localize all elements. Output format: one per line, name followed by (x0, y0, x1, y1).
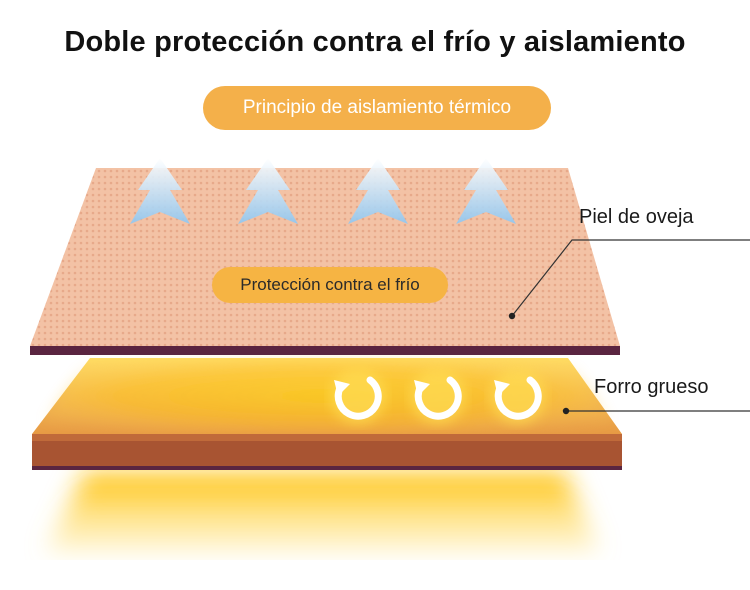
label-thick-lining: Forro grueso (594, 376, 709, 398)
leader-lines (508, 239, 750, 415)
cold-protection-badge: Protección contra el frío (212, 267, 448, 303)
cold-arrow-icon (130, 158, 190, 224)
principle-badge: Principio de aislamiento térmico (203, 86, 551, 130)
cold-arrow-icon (238, 158, 298, 224)
thick-lining-layer (32, 358, 622, 470)
heat-glow (45, 472, 600, 552)
heat-cycles (330, 368, 546, 424)
cold-arrows (130, 158, 516, 224)
cold-arrow-icon (456, 158, 516, 224)
circular-arrow-icon (490, 368, 546, 424)
cold-arrow-icon (348, 158, 408, 224)
sheepskin-layer (30, 168, 620, 355)
leader-line-top (511, 239, 750, 317)
page-title: Doble protección contra el frío y aislam… (64, 26, 686, 58)
circular-arrow-icon (410, 368, 466, 424)
circular-arrow-icon (330, 368, 386, 424)
label-sheepskin: Piel de oveja (579, 206, 694, 228)
